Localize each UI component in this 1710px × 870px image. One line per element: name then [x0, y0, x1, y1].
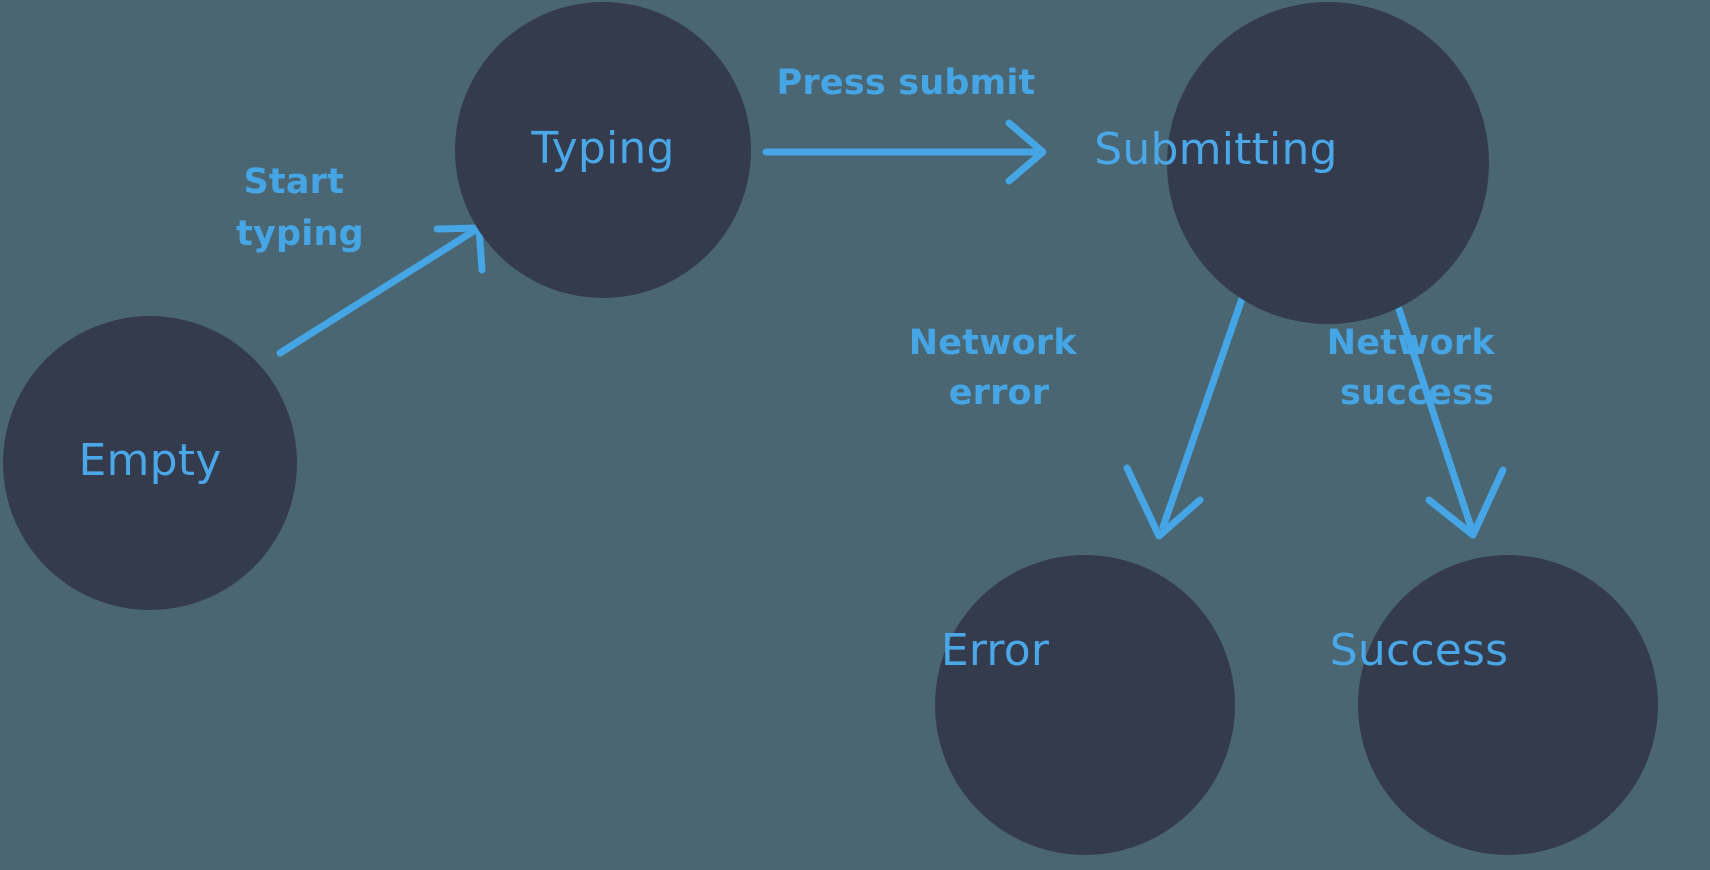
- edge-submitting-to-error: Network error: [909, 286, 1249, 540]
- state-circle-typing[interactable]: [455, 2, 751, 298]
- state-label-empty: Empty: [79, 435, 222, 486]
- edge-empty-to-typing-line: [276, 225, 481, 357]
- state-label-submitting: Submitting: [1094, 124, 1337, 175]
- edge-label-line: Press submit: [777, 63, 1036, 103]
- state-node-typing[interactable]: Typing: [455, 2, 751, 298]
- edge-empty-to-typing: Start typing: [236, 162, 486, 357]
- edge-submitting-to-error-arrowhead: [1123, 464, 1204, 540]
- edge-label-line: success: [1340, 373, 1494, 413]
- edge-label-line: typing: [236, 214, 364, 254]
- edge-submitting-to-success-line: [1388, 284, 1475, 531]
- edge-typing-to-submitting-arrowhead: [1005, 119, 1047, 185]
- state-circle-empty[interactable]: [3, 316, 297, 610]
- state-circle-submitting[interactable]: [1167, 2, 1489, 324]
- edge-submitting-to-success-arrowhead: [1425, 466, 1507, 539]
- edge-submitting-to-success: Network success: [1327, 284, 1507, 539]
- state-label-typing: Typing: [530, 123, 674, 174]
- edge-submitting-to-error-label: Network error: [909, 323, 1089, 413]
- edge-label-line: Network: [1327, 323, 1496, 363]
- state-node-empty[interactable]: Empty: [3, 316, 297, 610]
- edge-typing-to-submitting-label: Press submit: [777, 63, 1036, 103]
- state-node-error[interactable]: Error: [935, 555, 1235, 855]
- state-circle-error[interactable]: [935, 555, 1235, 855]
- state-node-submitting[interactable]: Submitting: [1094, 2, 1489, 324]
- state-label-error: Error: [941, 625, 1050, 676]
- edge-label-line: Start: [244, 162, 345, 202]
- state-circle-success[interactable]: [1358, 555, 1658, 855]
- edge-empty-to-typing-label: Start typing: [236, 162, 364, 254]
- edge-submitting-to-error-line: [1159, 286, 1249, 531]
- state-label-success: Success: [1330, 625, 1509, 676]
- edge-submitting-to-success-label: Network success: [1327, 323, 1507, 413]
- state-node-success[interactable]: Success: [1330, 555, 1658, 855]
- edge-label-line: Network: [909, 323, 1078, 363]
- edge-typing-to-submitting: Press submit: [762, 63, 1047, 185]
- edge-label-line: error: [949, 373, 1050, 413]
